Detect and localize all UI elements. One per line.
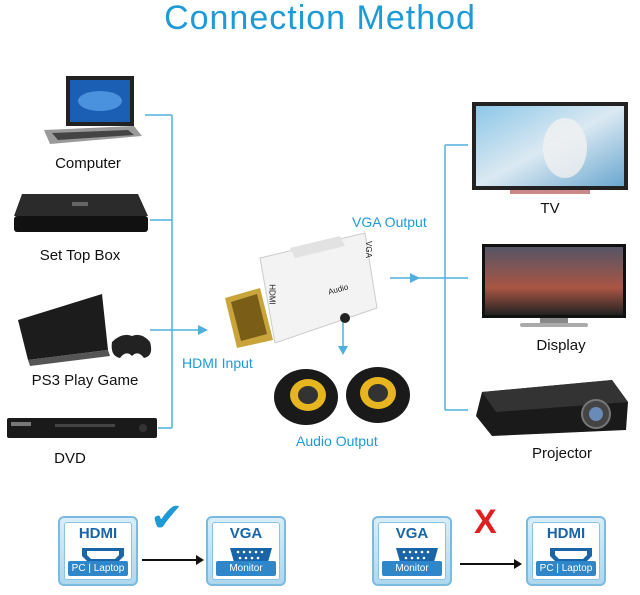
badge-bottom-text: PC | Laptop <box>68 561 128 576</box>
ps3-label: PS3 Play Game <box>31 372 139 389</box>
arrow-right-icon <box>142 555 204 565</box>
display-label: Display <box>536 337 586 354</box>
set-top-box-label: Set Top Box <box>39 247 121 264</box>
dvd-label: DVD <box>54 450 86 467</box>
badge-bottom-text: Monitor <box>382 561 442 576</box>
badge-hdmi-pc-right: HDMI PC | Laptop <box>526 516 606 586</box>
adapter-hdmi-text: HDMI <box>267 284 277 305</box>
ps3-icon <box>18 294 152 366</box>
badge-bottom-text: Monitor <box>216 561 276 576</box>
vga-port-icon <box>230 548 272 562</box>
vga-port-icon <box>396 548 438 562</box>
badge-top-text: HDMI <box>78 525 118 542</box>
badge-vga-monitor-right: VGA Monitor <box>372 516 452 586</box>
badge-hdmi-pc-left: HDMI PC | Laptop <box>58 516 138 586</box>
tv-label: TV <box>540 200 560 217</box>
computer-label: Computer <box>55 155 121 172</box>
projector-label: Projector <box>531 445 593 462</box>
badge-top-text: VGA <box>229 525 263 542</box>
hdmi-vga-adapter-icon <box>225 232 378 348</box>
hdmi-port-icon <box>550 548 592 562</box>
badge-vga-monitor-left: VGA Monitor <box>206 516 286 586</box>
badge-top-text: VGA <box>395 525 429 542</box>
tv-icon <box>472 102 628 194</box>
dvd-player-icon <box>7 418 157 438</box>
hdmi-input-label: HDMI Input <box>182 355 253 371</box>
adapter-vga-text: VGA <box>363 241 373 258</box>
display-monitor-icon <box>482 244 626 327</box>
audio-output-label: Audio Output <box>296 433 378 449</box>
set-top-box-icon <box>14 194 148 232</box>
badge-top-text: HDMI <box>546 525 586 542</box>
laptop-icon <box>44 76 142 144</box>
cross-mark-icon: X <box>474 503 497 541</box>
speakers-icon <box>274 367 410 425</box>
page-title: Connection Method <box>164 0 476 37</box>
hdmi-port-icon <box>82 548 124 562</box>
vga-output-label: VGA Output <box>352 214 427 230</box>
badge-bottom-text: PC | Laptop <box>536 561 596 576</box>
arrow-right-icon <box>460 559 522 569</box>
check-mark-icon: ✔ <box>150 496 184 540</box>
projector-icon <box>476 380 628 436</box>
